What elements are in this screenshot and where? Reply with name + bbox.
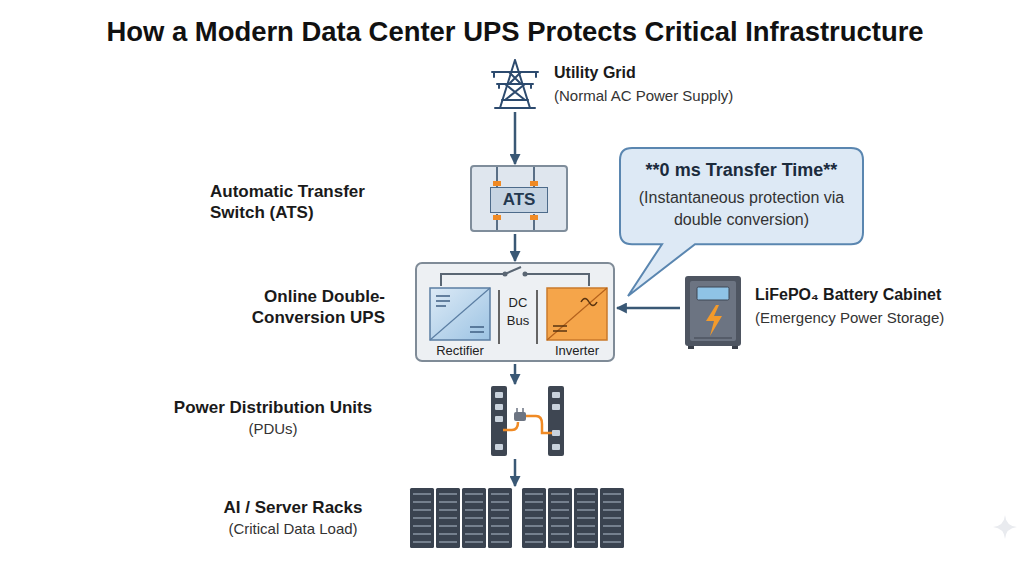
part-label: DC Bus [501, 294, 535, 329]
side-heading: AI / Server Racks [203, 497, 383, 518]
ats-box: Automatic Transfer Switch (ATS)ATS [470, 165, 568, 232]
side-subtitle: (Critical Data Load) [203, 520, 383, 537]
pdu-icon [491, 386, 564, 456]
flow-arrow [514, 112, 517, 164]
ats-label: ATS [490, 187, 548, 213]
side-heading: Automatic Transfer Switch (ATS) [210, 181, 385, 224]
flow-arrow [617, 307, 680, 310]
icon-node: Power Distribution Units(PDUs) [488, 385, 566, 457]
node-subtitle: (Normal AC Power Supply) [554, 87, 733, 104]
part-label: Inverter [547, 343, 607, 358]
side-subtitle: (PDUs) [163, 420, 383, 437]
callout-heading: **0 ms Transfer Time** [634, 160, 849, 181]
callout-outline [620, 148, 863, 296]
icon-node: Utility Grid(Normal AC Power Supply) [490, 58, 542, 110]
flow-arrow [514, 234, 517, 261]
side-heading: Power Distribution Units [163, 397, 383, 418]
callout-note: (Instantaneous protection via double con… [634, 187, 849, 230]
callout-box: **0 ms Transfer Time** (Instantaneous pro… [620, 148, 863, 244]
flow-arrow [514, 459, 517, 486]
part-label: Rectifier [430, 343, 490, 358]
node-subtitle: (Emergency Power Storage) [755, 309, 944, 326]
flow-arrow [514, 364, 517, 384]
ups-box: Online Double-Conversion UPSRectifierDC … [415, 262, 615, 362]
node-heading: LiFePO₄ Battery Cabinet [755, 286, 941, 304]
node-heading: Utility Grid [554, 64, 636, 82]
battery-cabinet-icon [685, 276, 741, 349]
side-heading: Online Double-Conversion UPS [235, 286, 385, 329]
icon-node: LiFePO₄ Battery Cabinet(Emergency Power … [683, 274, 743, 346]
power-tower [492, 60, 538, 108]
server-racks-icon [410, 488, 624, 548]
page-title: How a Modern Data Center UPS Protects Cr… [0, 16, 1030, 48]
icon-node: AI / Server Racks(Critical Data Load) [408, 487, 624, 549]
watermark-sparkle [993, 515, 1017, 539]
